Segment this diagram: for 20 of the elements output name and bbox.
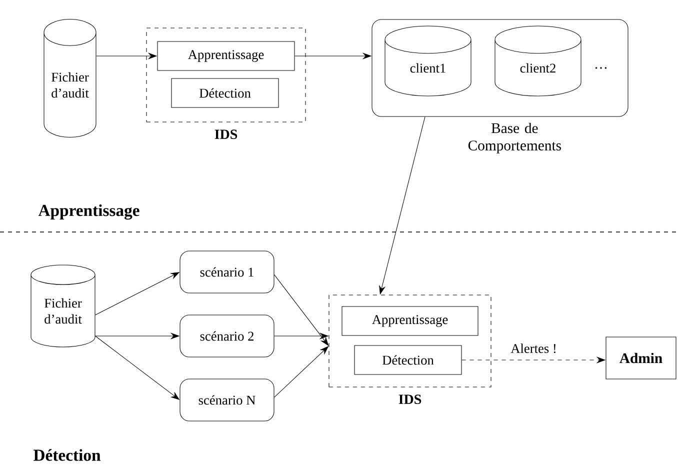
process-box: Détection [354, 345, 462, 375]
cylinder: Fichier d’audit [30, 264, 96, 348]
node-label: Base de Comportements [468, 122, 561, 154]
process-box: Détection [171, 78, 279, 108]
cylinder: client1 [384, 26, 472, 96]
scenario-box: scénario 1 [180, 250, 274, 294]
edge-label: Alertes ! [509, 342, 558, 354]
process-box: Apprentissage [157, 41, 295, 71]
scenario-box: scénario N [180, 378, 274, 422]
cylinder: Fichier d’audit [44, 19, 96, 138]
node-label: IDS [214, 130, 238, 140]
process-box: Apprentissage [342, 306, 478, 336]
ellipsis: … [595, 67, 606, 69]
section-heading: Détection [34, 449, 101, 461]
node-label: IDS [398, 394, 422, 404]
cylinder: client2 [494, 26, 582, 96]
arrow [274, 274, 329, 346]
section-heading: Apprentissage [38, 204, 140, 220]
scenario-box: scénario 2 [180, 314, 274, 358]
process-box: Admin [606, 336, 676, 380]
